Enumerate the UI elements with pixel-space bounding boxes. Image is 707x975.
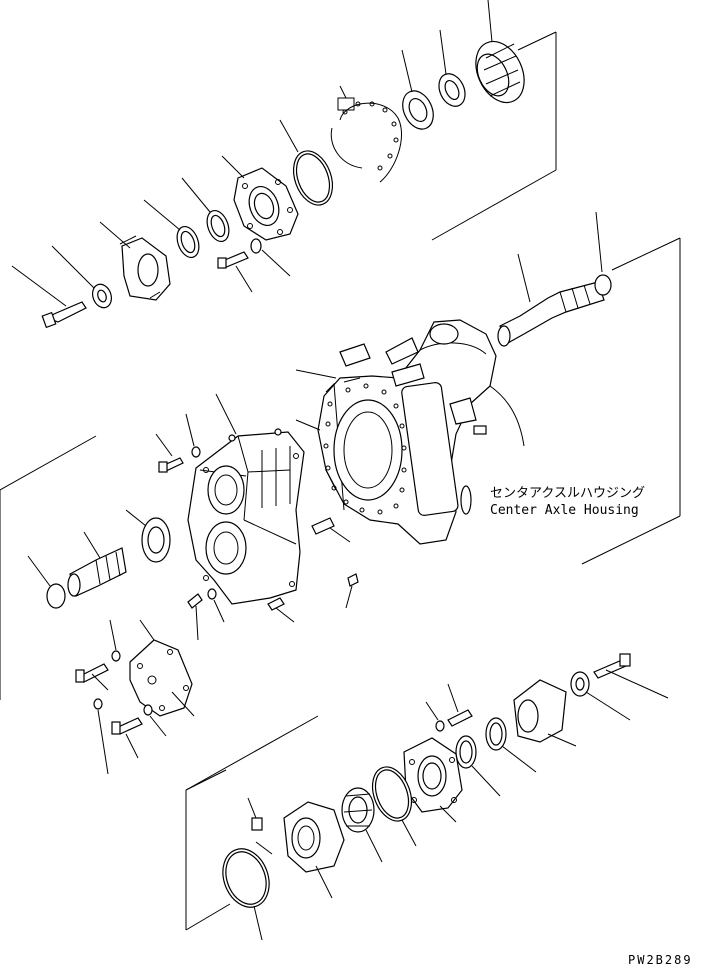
bolt-bottom-right[interactable]	[593, 653, 669, 699]
pinion-gear[interactable]	[67, 531, 127, 597]
bearing-cage-bottom[interactable]	[403, 737, 463, 823]
coupling-yoke[interactable]	[99, 221, 171, 301]
cover-bolt-b[interactable]	[93, 698, 167, 775]
washer-bottom-right[interactable]	[570, 671, 631, 721]
washer-top[interactable]	[434, 29, 470, 110]
right-bracket	[581, 237, 681, 565]
end-cover[interactable]	[129, 619, 195, 717]
housing-label-en: Center Axle Housing	[490, 503, 639, 518]
drawing-code: PW2B289	[628, 953, 693, 967]
o-ring-bottom[interactable]	[366, 762, 419, 847]
center-axle-housing[interactable]	[295, 319, 525, 545]
coupling-yoke-bottom[interactable]	[513, 679, 577, 747]
seal-ring-b[interactable]	[143, 199, 203, 260]
bolt-cage[interactable]	[217, 238, 291, 293]
housing-bolt-holes	[323, 383, 407, 515]
cover-bolt-a[interactable]	[75, 619, 121, 691]
plug-right[interactable]	[594, 211, 612, 296]
bolt-bottom-cover[interactable]	[247, 797, 273, 855]
roller-bearing[interactable]	[467, 0, 534, 110]
dowel-pin[interactable]	[311, 517, 351, 543]
shim-ring[interactable]	[330, 85, 402, 183]
top-assembly	[11, 0, 557, 329]
carrier-bolt-bottom[interactable]	[187, 573, 359, 641]
carrier-bolt-top[interactable]	[155, 413, 201, 473]
cover-bottom[interactable]	[283, 801, 345, 899]
housing-label-jp: センタアクスルハウジング	[490, 486, 645, 501]
seal-ring-bottom-b[interactable]	[455, 735, 501, 797]
seal-ring-bottom-a[interactable]	[485, 717, 537, 773]
plug-left[interactable]	[27, 555, 66, 609]
bolt-washer-bottom[interactable]	[425, 683, 473, 732]
bottom-right-assembly	[185, 653, 669, 941]
seal-ring-a[interactable]	[181, 177, 233, 244]
bearing-race[interactable]	[397, 49, 439, 134]
washer-left[interactable]	[51, 245, 115, 310]
pinion-bearing[interactable]	[125, 509, 171, 563]
o-ring-bottom-left[interactable]	[215, 842, 277, 941]
o-ring-top[interactable]	[279, 119, 339, 210]
axle-shaft[interactable]	[497, 253, 605, 347]
bolt-left[interactable]	[11, 265, 87, 329]
bearing-bottom[interactable]	[341, 787, 383, 863]
bearing-cage[interactable]	[221, 155, 299, 241]
left-bracket	[0, 435, 97, 700]
differential-carrier[interactable]	[187, 393, 305, 605]
